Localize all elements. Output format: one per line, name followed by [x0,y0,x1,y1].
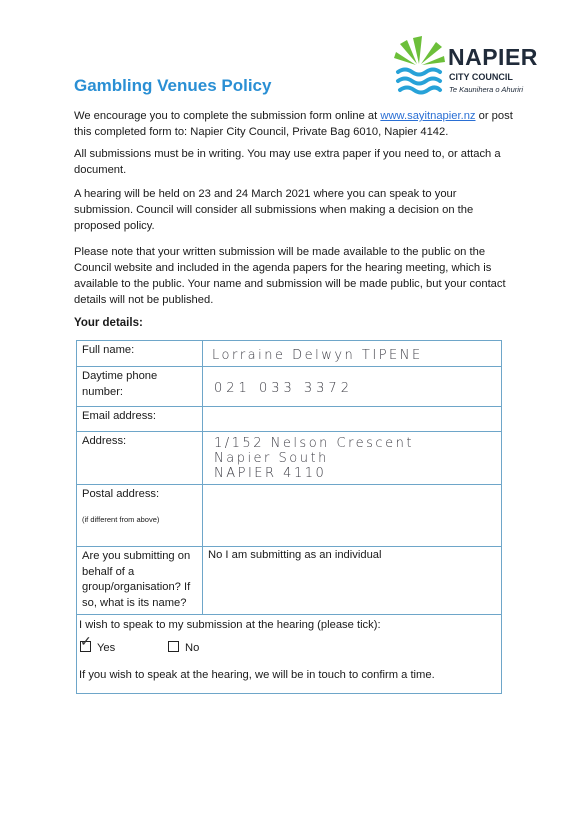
no-option[interactable]: No [168,641,199,654]
tick-mark-icon: ✓ [80,633,92,649]
page-title: Gambling Venues Policy [74,76,272,95]
intro-paragraph-4: Please note that your written submission… [74,246,506,306]
napier-city-council-logo: NAPIER CITY COUNCIL Te Kaunihera o Ahuri… [392,34,562,104]
intro-paragraph-2: All submissions must be in writing. You … [74,148,501,176]
phone-value: 021 033 3372 [214,381,353,396]
sayitnapier-link[interactable]: www.sayitnapier.nz [380,110,476,122]
hearing-confirm-note: If you wish to speak at the hearing, we … [79,669,435,681]
phone-field[interactable]: 021 033 3372 [204,367,501,406]
full-name-label: Full name: [77,341,203,366]
intro-paragraph-3: A hearing will be held on 23 and 24 Marc… [74,188,474,232]
group-label: Are you submitting on behalf of a group/… [77,547,203,614]
phone-row: Daytime phone number: 021 033 3372 [77,367,501,407]
postal-row: Postal address: (if different from above… [77,485,501,547]
address-line-2: Napier South [214,451,329,466]
intro-paragraph-1: We encourage you to complete the submiss… [74,108,514,140]
full-name-row: Full name: Lorraine Delwyn TIPENE [77,341,501,367]
address-line-1: 1/152 Nelson Crescent [214,436,414,451]
phone-label: Daytime phone number: [77,367,203,406]
yes-label: Yes [97,642,116,654]
postal-field[interactable] [204,485,501,546]
logo-subtitle: CITY COUNCIL [449,72,513,82]
no-label: No [185,642,200,654]
hearing-question: I wish to speak to my submission at the … [79,619,381,631]
postal-note: (if different from above) [82,514,160,524]
logo-maori-name: Te Kaunihera o Ahuriri [449,85,524,94]
no-checkbox[interactable] [168,641,179,652]
intro-text-before-link: We encourage you to complete the submiss… [74,110,381,122]
email-label: Email address: [77,407,203,431]
napier-leaf-wave-icon [394,36,445,95]
address-row: Address: 1/152 Nelson Crescent Napier So… [77,432,501,485]
group-row: Are you submitting on behalf of a group/… [77,547,501,615]
logo-name: NAPIER [448,44,538,70]
address-field[interactable]: 1/152 Nelson Crescent Napier South NAPIE… [204,432,501,484]
group-field[interactable]: No I am submitting as an individual [204,547,501,614]
yes-option[interactable]: ✓ Yes [80,634,116,654]
full-name-field[interactable]: Lorraine Delwyn TIPENE [204,341,501,366]
address-line-3: NAPIER 4110 [214,466,327,481]
address-label: Address: [77,432,203,484]
email-field[interactable] [204,407,501,431]
email-row: Email address: [77,407,501,432]
full-name-value: Lorraine Delwyn TIPENE [212,348,423,363]
postal-label-cell: Postal address: (if different from above… [77,485,203,546]
yes-checkbox[interactable]: ✓ [80,634,92,652]
intro-text-after-link: or post this completed form to: Napier C… [74,110,513,138]
postal-label: Postal address: [82,488,160,500]
details-heading: Your details: [74,317,143,329]
group-value: No I am submitting as an individual [208,549,382,561]
details-table: Full name: Lorraine Delwyn TIPENE Daytim… [76,340,502,694]
